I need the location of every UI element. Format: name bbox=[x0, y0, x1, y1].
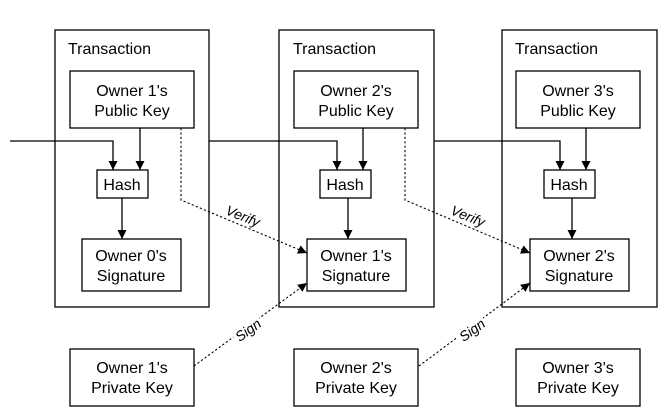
transaction-3-signature-line2: Signature bbox=[545, 268, 614, 285]
transaction-2-public-key-line2: Public Key bbox=[318, 103, 394, 120]
transaction-2-signature-line2: Signature bbox=[322, 268, 391, 285]
transaction-1-title: Transaction bbox=[68, 41, 151, 58]
chain-arrow-1-to-2 bbox=[209, 140, 342, 170]
transaction-2-signature-line1: Owner 1's bbox=[320, 248, 392, 265]
private-key-2-line2: Private Key bbox=[315, 380, 397, 397]
private-key-1-box bbox=[69, 348, 195, 407]
sign-arrow-1 bbox=[193, 282, 308, 367]
transaction-3-public-key-box bbox=[515, 70, 641, 129]
transaction-3-signature-line1: Owner 2's bbox=[543, 248, 615, 265]
verify-label-2: Verify bbox=[449, 202, 489, 230]
private-key-3-line1: Owner 3's bbox=[542, 360, 614, 377]
verify-label-1-bg bbox=[219, 200, 267, 232]
transaction-3-public-key-line2: Public Key bbox=[540, 103, 616, 120]
chain-in-arrow bbox=[10, 140, 118, 170]
private-key-3-line2: Private Key bbox=[537, 380, 619, 397]
sign-label-2-bg bbox=[454, 314, 490, 346]
transaction-3-hash-label: Hash bbox=[550, 177, 587, 194]
transaction-2-public-key-line1: Owner 2's bbox=[320, 83, 392, 100]
transaction-3: Transaction Owner 3's Public Key Hash Ow… bbox=[501, 29, 658, 308]
transaction-2-signature-box bbox=[306, 238, 407, 292]
transaction-3-hash-box bbox=[543, 169, 596, 199]
verify-label-2-bg bbox=[444, 200, 492, 232]
transaction-1-signature-line2: Signature bbox=[97, 268, 166, 285]
transaction-1-hash-label: Hash bbox=[103, 177, 140, 194]
sign-arrow-2 bbox=[418, 282, 531, 367]
transaction-1-public-key-line2: Public Key bbox=[94, 103, 170, 120]
private-key-2-line1: Owner 2's bbox=[320, 360, 392, 377]
transaction-2-hash-label: Hash bbox=[326, 177, 363, 194]
transaction-2-public-key-box bbox=[293, 70, 419, 129]
chain-arrow-2-to-3 bbox=[434, 140, 565, 170]
transaction-2: Transaction Owner 2's Public Key Hash Ow… bbox=[278, 29, 435, 308]
transaction-1-signature-box bbox=[81, 238, 182, 292]
transaction-3-signature-box bbox=[529, 238, 630, 292]
verify-arrow-1 bbox=[180, 128, 308, 254]
transaction-1-public-key-line1: Owner 1's bbox=[96, 83, 168, 100]
transaction-2-hash-box bbox=[319, 169, 372, 199]
private-key-1-line2: Private Key bbox=[91, 380, 173, 397]
transaction-3-title: Transaction bbox=[515, 41, 598, 58]
private-key-1-line1: Owner 1's bbox=[96, 360, 168, 377]
transaction-2-title: Transaction bbox=[293, 41, 376, 58]
verify-arrow-2 bbox=[404, 128, 531, 254]
verify-label-1: Verify bbox=[224, 202, 264, 230]
transaction-1-signature-line1: Owner 0's bbox=[95, 248, 167, 265]
private-key-2-box bbox=[293, 348, 419, 407]
sign-label-1-bg bbox=[230, 314, 266, 346]
transaction-1-public-key-box bbox=[69, 70, 195, 129]
transaction-3-public-key-line1: Owner 3's bbox=[542, 83, 614, 100]
private-key-3-box bbox=[515, 348, 641, 407]
transaction-1: Transaction Owner 1's Public Key Hash Ow… bbox=[54, 29, 210, 308]
